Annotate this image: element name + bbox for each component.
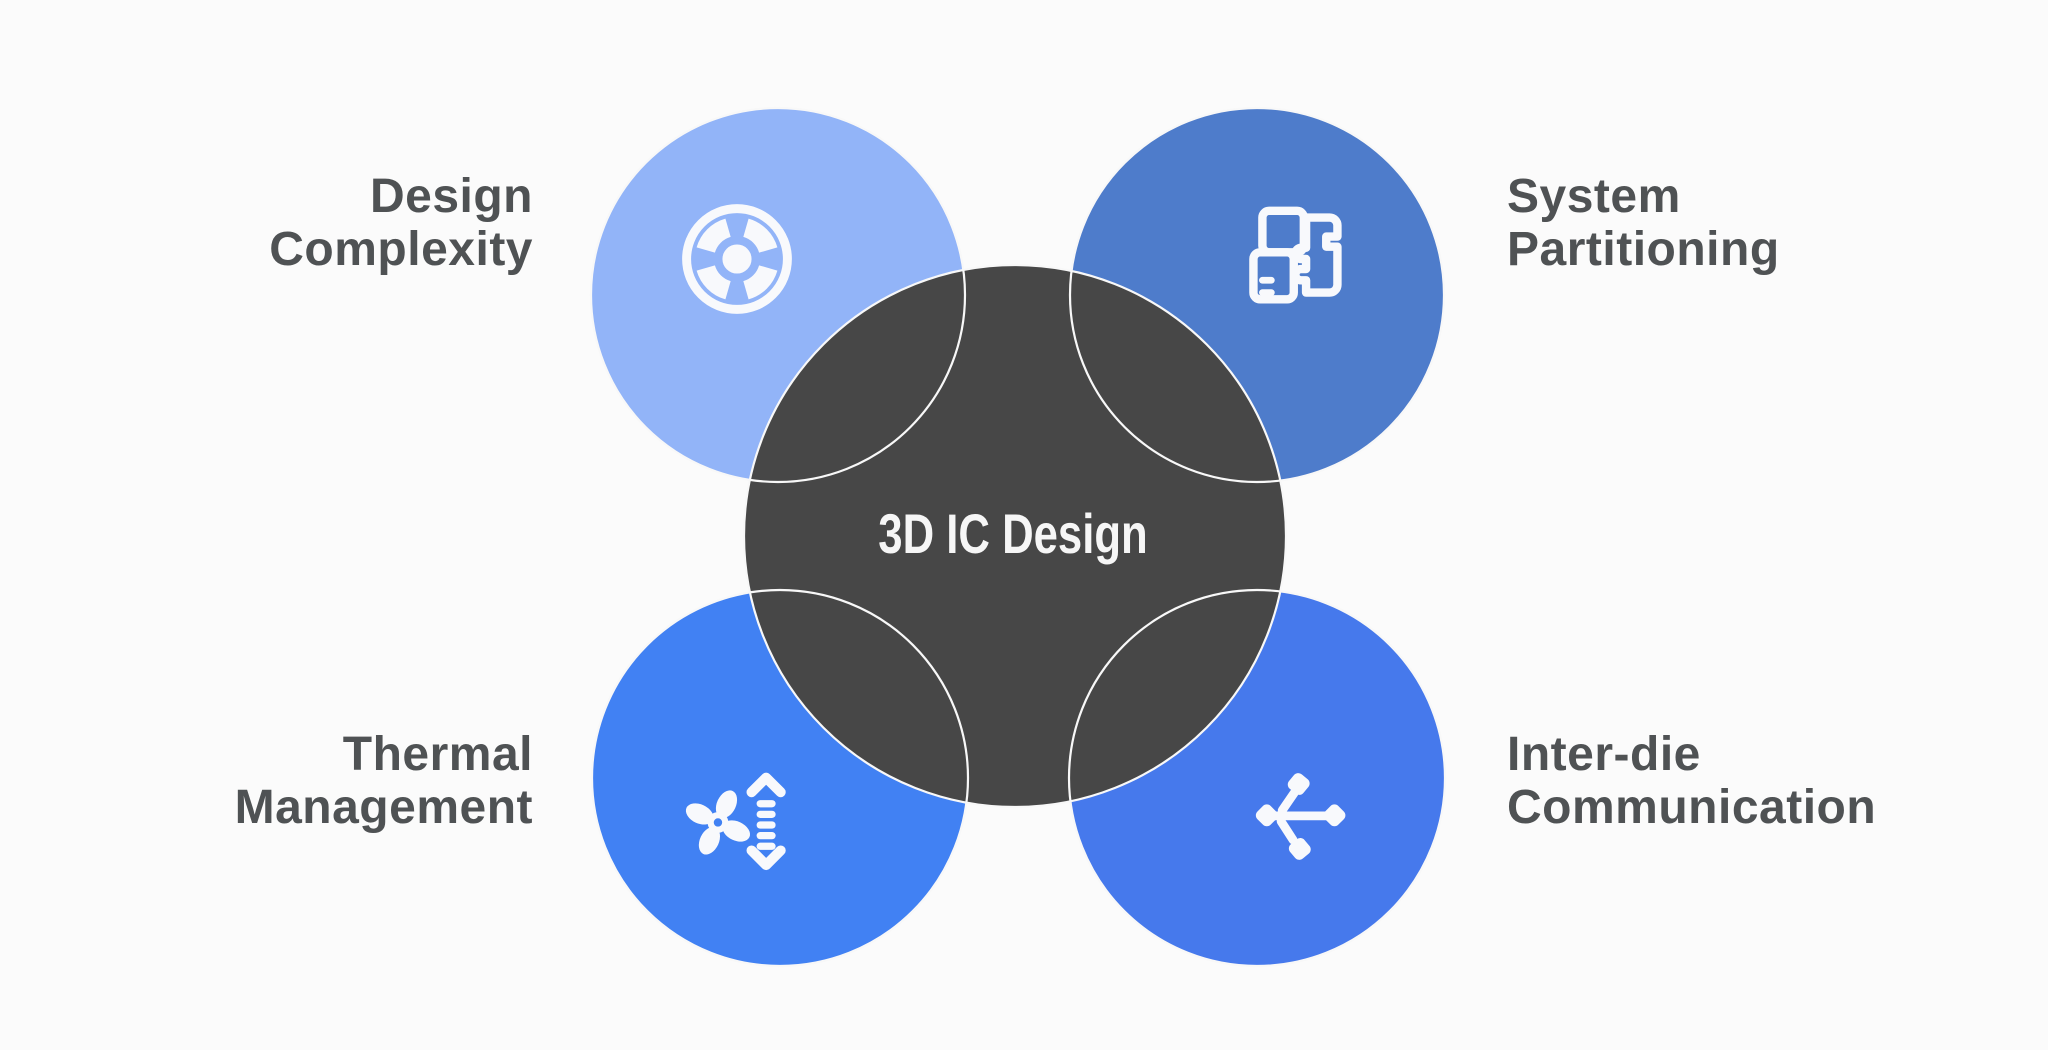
core-circle-outline bbox=[742, 263, 1288, 809]
fan-blades bbox=[685, 790, 751, 855]
label-line: Thermal bbox=[342, 728, 533, 781]
label-line: Design bbox=[369, 170, 533, 223]
label-line: Communication bbox=[1507, 781, 1877, 834]
label-line: Partitioning bbox=[1507, 223, 1780, 276]
system-partitioning-circle-outline bbox=[1068, 106, 1446, 484]
design-complexity-circle-outline bbox=[589, 106, 967, 484]
label-line: Management bbox=[234, 781, 533, 834]
partitioned-chip-icon bbox=[1249, 206, 1342, 304]
label-line: Complexity bbox=[269, 223, 533, 276]
circle-outlines bbox=[589, 106, 1447, 968]
wheel-complexity-icon bbox=[682, 204, 792, 314]
label-inter-die-communication: Inter-die Communication bbox=[1507, 728, 1876, 834]
inter-die-communication-circle-outline bbox=[1067, 588, 1447, 968]
label-line: Inter-die bbox=[1507, 728, 1701, 781]
label-system-partitioning: System Partitioning bbox=[1507, 170, 1780, 276]
label-line: System bbox=[1507, 170, 1681, 223]
thermal-management-circle-outline bbox=[590, 588, 970, 968]
label-thermal-management: Thermal Management bbox=[235, 728, 533, 834]
hub-branches-icon bbox=[1255, 773, 1346, 860]
diagram-title: 3D IC Design bbox=[878, 501, 1148, 565]
fan-arrows-icon bbox=[685, 772, 786, 871]
core-circle bbox=[744, 265, 1286, 807]
arrow-dashes bbox=[756, 800, 776, 850]
label-design-complexity: Design Complexity bbox=[269, 170, 533, 276]
